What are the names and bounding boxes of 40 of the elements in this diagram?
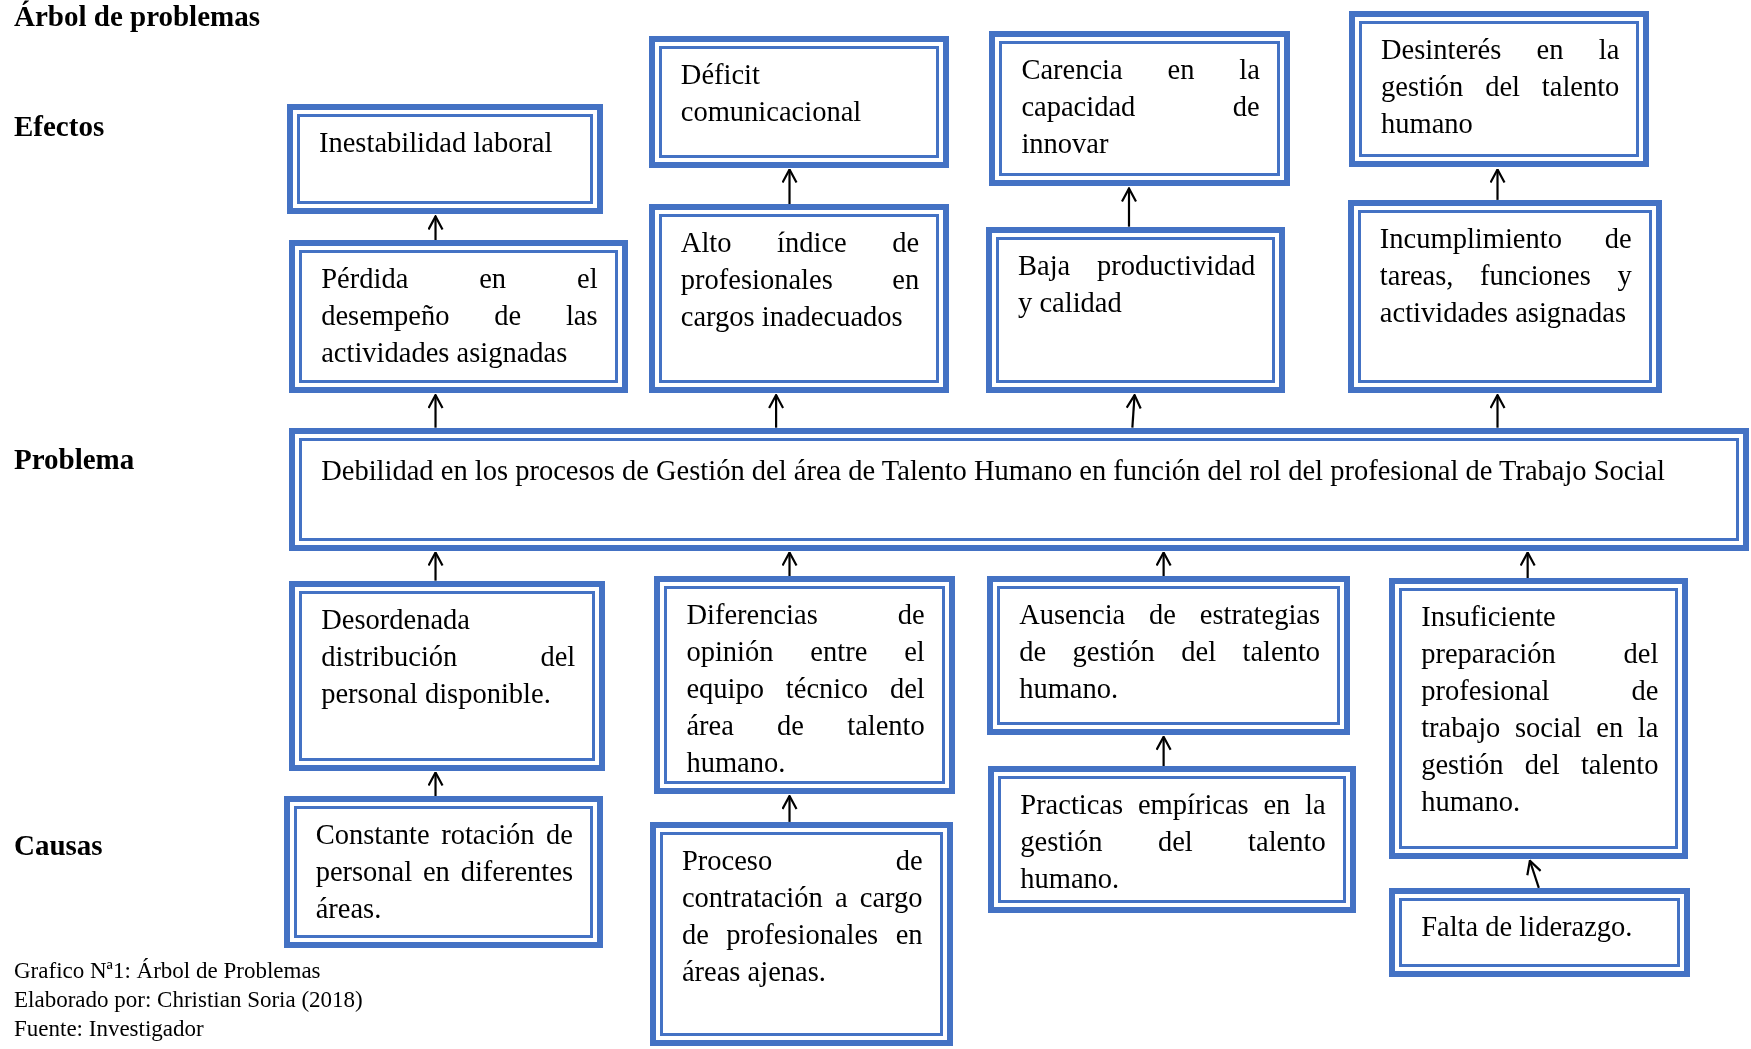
text-box: Debilidad en los procesos de Gestión del área de Talento Humano en función del rol del profesional de Trabajo Social	[289, 427, 1749, 551]
arrow	[768, 394, 785, 428]
arrow	[427, 394, 444, 428]
arrow	[1519, 551, 1536, 579]
text-box: Diferencias de opinión entre el equipo técnico del área de talento humano.	[654, 576, 955, 794]
arrow	[1489, 168, 1506, 200]
text-box: Alto índice de profesionales en cargos inadecuados	[648, 204, 950, 394]
arrow	[781, 551, 798, 577]
text-box: Ausencia de estrategias de gestión del talento humano.	[987, 576, 1351, 735]
text-box: Constante rotación de personal en diferentes áreas.	[283, 796, 603, 949]
arrow	[781, 168, 798, 205]
title: Árbol de problemas	[14, 0, 260, 33]
arrow	[1125, 394, 1142, 428]
text-box: Insuficiente preparación del profesional de trabajo social en la gestión del talento humano.	[1389, 578, 1689, 859]
arrow	[1155, 735, 1172, 767]
arrow	[1155, 551, 1172, 577]
text-box: Inestabilidad laboral	[287, 103, 603, 215]
text-box: Practicas empíricas en la gestión del talento humano.	[988, 766, 1356, 914]
section-label: Efectos	[14, 110, 105, 143]
text-box: Pérdida en el desempeño de las actividades asignadas	[289, 240, 628, 394]
caption-text: Fuente: Investigador	[14, 1016, 204, 1042]
arrow	[1120, 187, 1138, 227]
caption-text: Elaborado por: Christian Soria (2018)	[14, 987, 363, 1013]
arrow	[1526, 859, 1542, 889]
arrow	[1489, 394, 1506, 428]
text-box: Falta de liderazgo.	[1389, 887, 1690, 978]
text-box: Carencia en la capacidad de innovar	[989, 31, 1290, 187]
text-box: Desinterés en la gestión del talento humano	[1349, 11, 1650, 168]
text-box: Baja productividad y calidad	[986, 226, 1286, 394]
text-box: Desordenada distribución del personal disponible.	[289, 580, 606, 771]
arrow	[427, 215, 444, 241]
section-label: Problema	[14, 443, 135, 476]
caption-text: Grafico Nª1: Árbol de Problemas	[14, 958, 321, 984]
text-box: Incumplimiento de tareas, funciones y actividades asignadas	[1347, 199, 1662, 394]
arrow	[427, 551, 444, 581]
text-box: Proceso de contratación a cargo de profesionales en áreas ajenas.	[649, 821, 953, 1047]
section-label: Causas	[14, 829, 103, 862]
arrow	[427, 771, 444, 797]
arrow	[781, 794, 798, 822]
text-box: Déficit comunicacional	[648, 35, 950, 168]
